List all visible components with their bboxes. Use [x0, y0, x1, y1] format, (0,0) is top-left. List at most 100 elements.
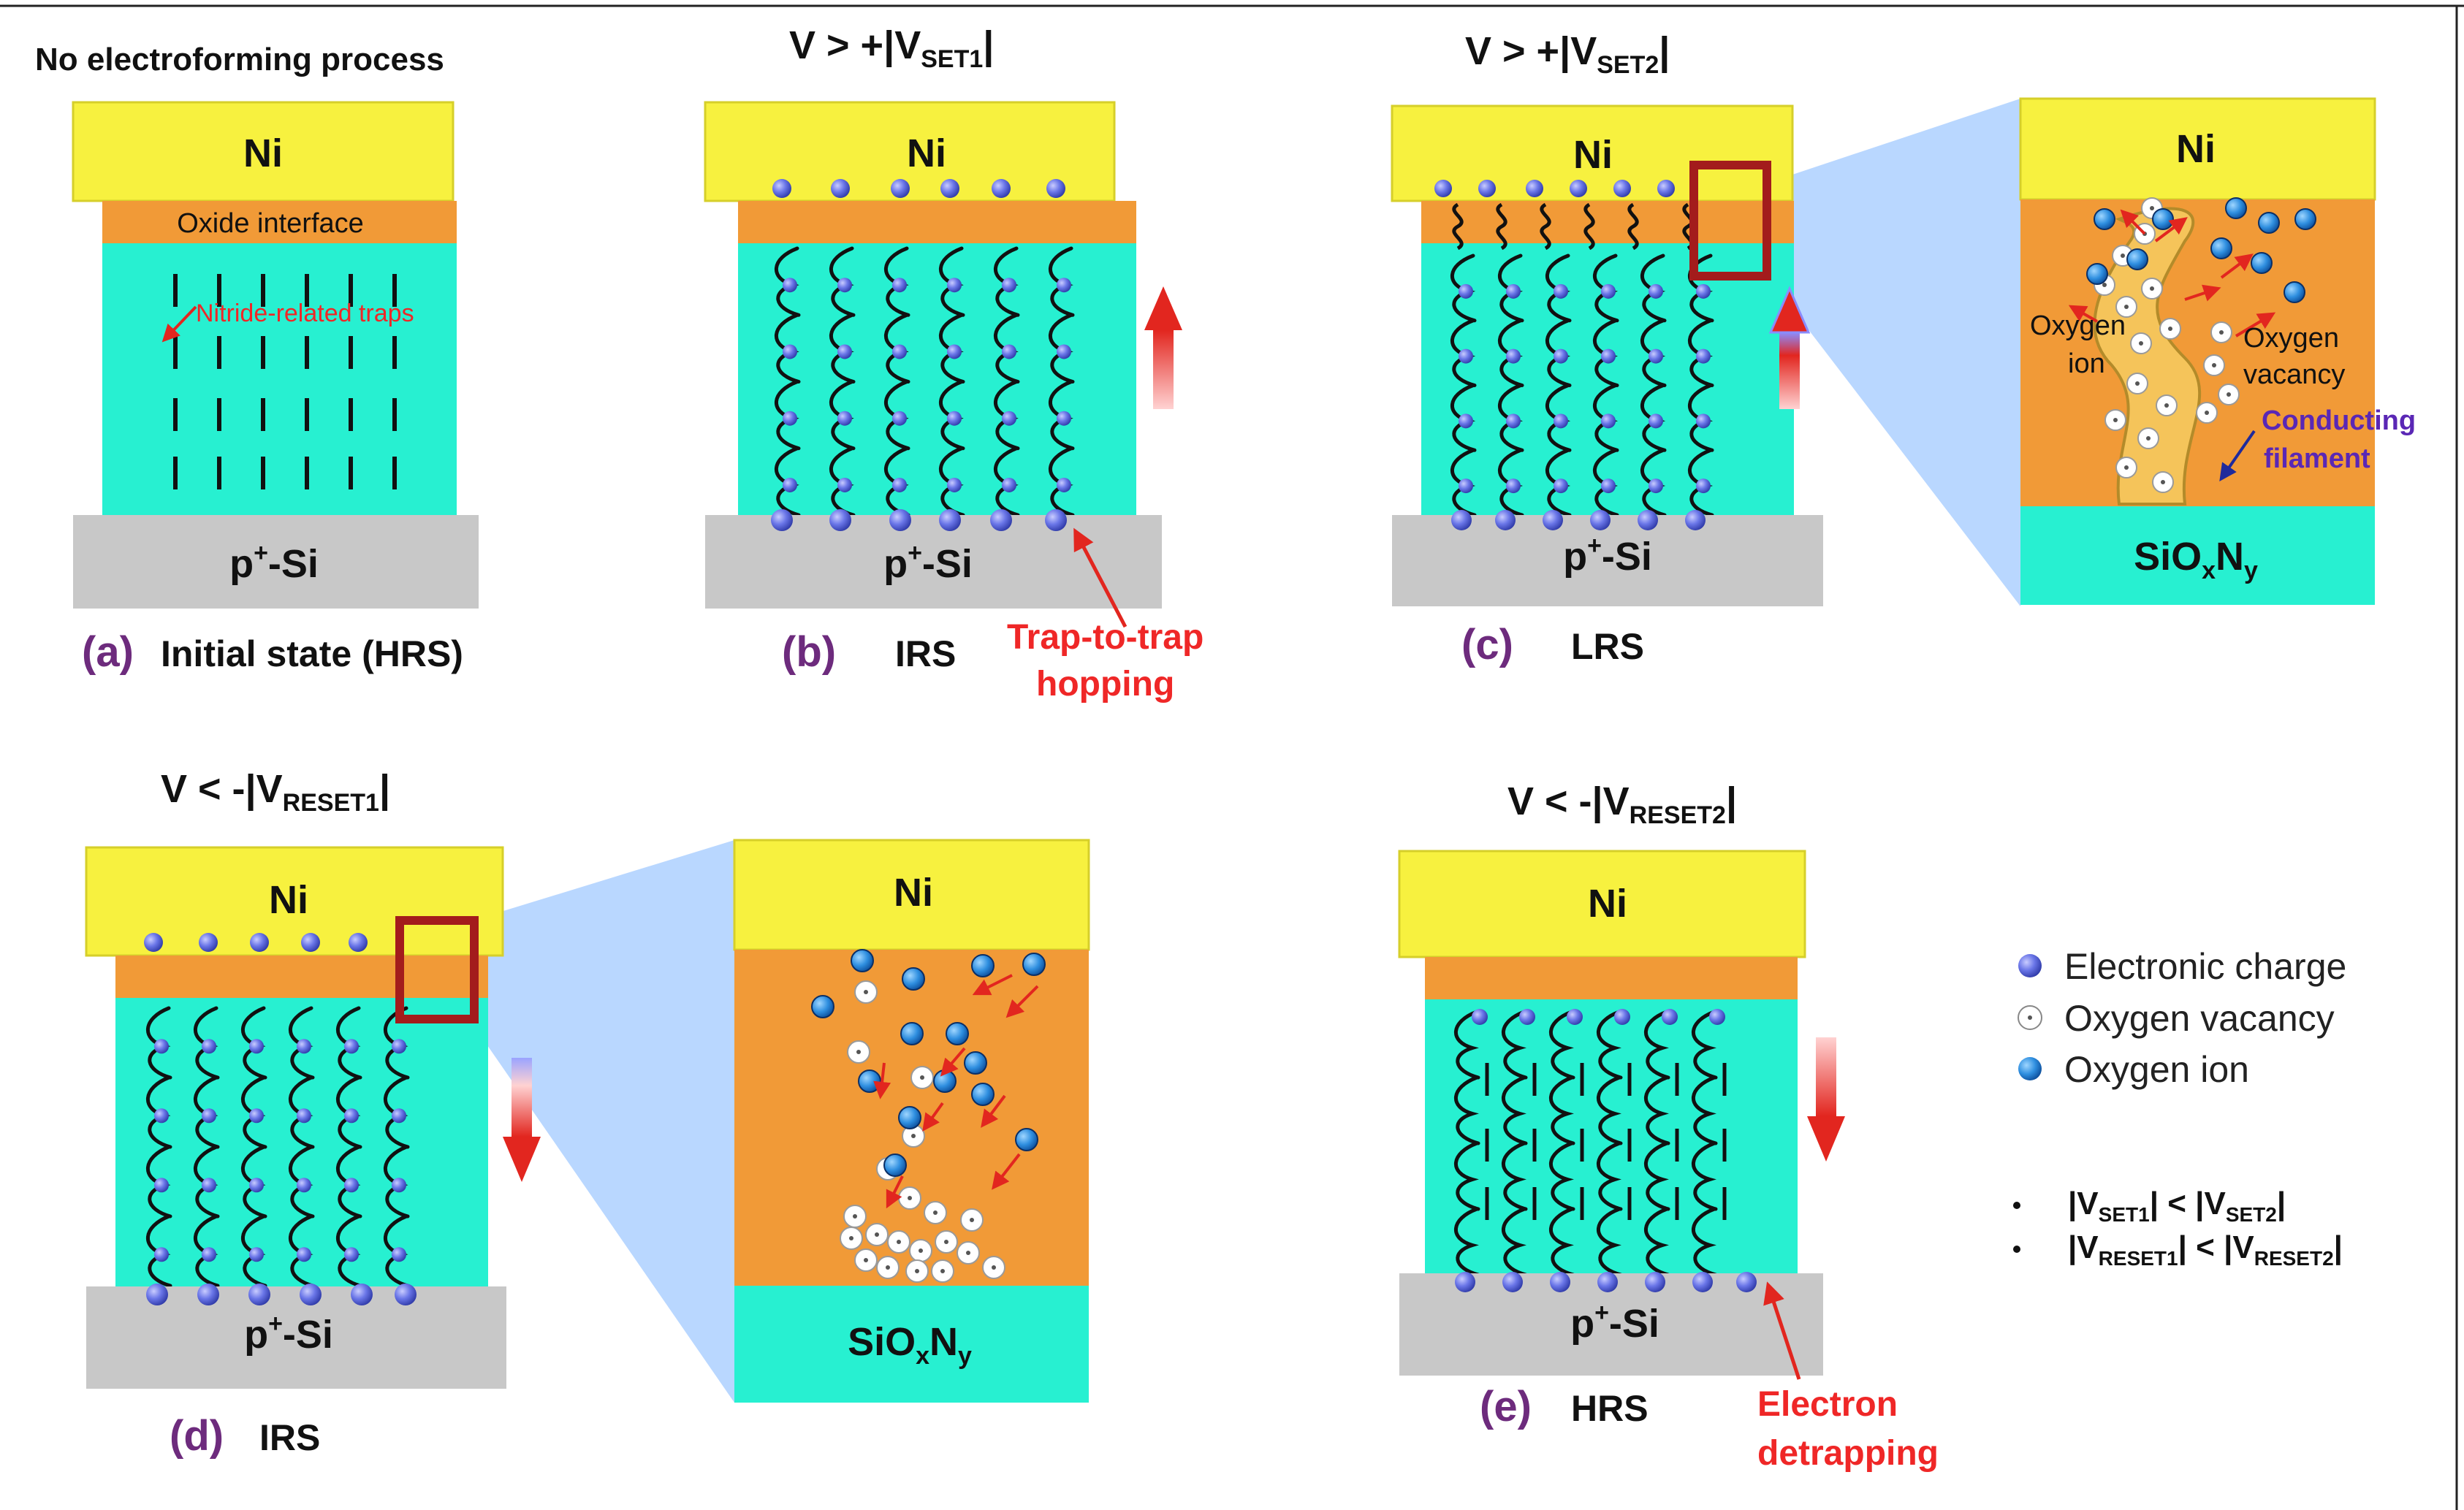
hopping-path [1502, 1075, 1528, 1145]
panel-d-electrons-bottom [146, 1284, 417, 1305]
electron-dot [1526, 180, 1543, 197]
electron-dot [837, 278, 852, 293]
hopping-path [1454, 1075, 1480, 1145]
electron-dot [1434, 180, 1452, 197]
zoom-c-ni-layer [2019, 97, 2376, 201]
oxygen-ion-dot [971, 1083, 995, 1106]
electron-dot [1519, 1009, 1535, 1025]
oxygen-vacancy-center [2146, 436, 2151, 441]
panel-b-note-line1: Trap-to-trap [1007, 618, 1204, 657]
zoom-c-filament-line1: Conducting [2262, 405, 2416, 436]
electron-dot [947, 344, 962, 359]
electron-dot [1696, 348, 1711, 364]
electron-dot [1657, 180, 1675, 197]
hopping-path [1549, 1075, 1575, 1145]
panel-b-silicon-label: p+-Si [883, 539, 973, 586]
electron-dot [1057, 278, 1071, 293]
ion-drift-arrow [981, 1094, 1006, 1128]
electron-dot [831, 179, 850, 198]
panel-a-oxide-label: Oxide interface [177, 208, 364, 239]
electron-dot [1638, 510, 1658, 530]
hopping-path [1597, 1141, 1623, 1211]
electron-dot [1601, 348, 1616, 364]
electron-dot [297, 1039, 311, 1054]
oxygen-vacancy-center [856, 1050, 861, 1054]
panel-b-note-pointer [1073, 527, 1128, 628]
zoom-c-oxygen-ion-line1: Oxygen [2030, 310, 2126, 341]
oxygen-vacancy-center [2121, 253, 2125, 258]
hopping-path [1644, 1010, 1670, 1080]
oxygen-vacancy-center [915, 1269, 919, 1273]
electron-dot [1506, 413, 1521, 429]
filament-squiggle [1452, 202, 1464, 251]
panel-e-down-arrow-shaft [1816, 1037, 1836, 1116]
panel-e: V < -|VRESET2| Ni p+-Si Electron detrapp… [1398, 779, 1939, 1473]
hopping-path [1597, 1010, 1623, 1080]
electron-dot [892, 411, 907, 426]
zoom-c-filament-line2: filament [2264, 443, 2370, 474]
panel-c-ni-layer [1391, 104, 1794, 202]
panel-e-oxide-layer [1425, 957, 1798, 999]
electron-dot [1550, 1272, 1570, 1292]
legend-ion-icon [2018, 1057, 2042, 1080]
electron-dot [1506, 478, 1521, 494]
panel-c-up-arrow-head [1768, 286, 1811, 334]
electron-dot [1649, 283, 1663, 299]
relation-1: |VSET1| < |VSET2| [2068, 1186, 2286, 1226]
electron-dot [1002, 278, 1016, 293]
panel-a-letter: (a) [82, 628, 134, 676]
panel-c-letter: (c) [1461, 621, 1513, 668]
oxygen-ion-dot [858, 1069, 881, 1093]
electron-dot [392, 1039, 406, 1054]
oxygen-vacancy-center [2150, 286, 2154, 291]
electron-dot [1554, 283, 1568, 299]
oxygen-vacancy-center [864, 990, 868, 994]
panel-b-electrons-top [772, 179, 1065, 198]
zoom-c-ni-label: Ni [2176, 127, 2216, 171]
zoom-c-oxide-layer [2020, 199, 2375, 506]
electron-dot [300, 1284, 322, 1305]
hopping-path [1597, 1075, 1623, 1145]
ion-drift-arrow [992, 1153, 1021, 1190]
oxygen-vacancy-center [944, 1240, 948, 1244]
electron-dot [940, 179, 959, 198]
oxygen-vacancy-center [2150, 206, 2154, 210]
electron-dot [1002, 477, 1016, 492]
panel-c-zoom-projection [1757, 99, 2020, 606]
electron-dot [146, 1284, 168, 1305]
electron-dot [1506, 348, 1521, 364]
ion-drift-arrow [2184, 284, 2221, 302]
electron-dot [197, 1284, 219, 1305]
electron-dot [144, 933, 163, 952]
hopping-path [1454, 1207, 1480, 1277]
ion-drift-arrow [2154, 217, 2188, 243]
hopping-path [1644, 1075, 1670, 1145]
electron-dot [1495, 510, 1516, 530]
panel-c-up-arrow-shaft [1779, 332, 1800, 409]
panel-b-electrons-bottom [771, 509, 1067, 531]
panel-c-oxide-layer [1421, 201, 1794, 243]
electron-dot [344, 1247, 359, 1262]
electron-dot [202, 1247, 216, 1262]
oxygen-vacancy-center [886, 1265, 890, 1270]
panel-e-nitride-layer [1425, 999, 1798, 1273]
oxygen-ion-dot [2284, 281, 2305, 303]
electron-dot [1736, 1272, 1757, 1292]
panel-c-zoom-box [1689, 161, 1771, 281]
electron-dot [1692, 1272, 1713, 1292]
electron-dot [249, 1108, 264, 1124]
panel-e-down-arrow-head [1807, 1116, 1845, 1162]
panel-a-traps-pointer [161, 305, 197, 343]
panel-e-electrons-bottom [1455, 1272, 1757, 1292]
electron-dot [992, 179, 1011, 198]
electron-dot [939, 509, 961, 531]
panel-a-silicon-label: p+-Si [229, 539, 319, 586]
electron-dot [1543, 510, 1563, 530]
electron-dot [783, 344, 797, 359]
electron-dot [395, 1284, 417, 1305]
panel-d-hopping-paths [145, 1006, 410, 1288]
oxygen-vacancy-center [853, 1214, 857, 1219]
panel-d-zoom-inset: Ni SiOxNy [733, 839, 1090, 1403]
legend-electron-icon [2018, 954, 2042, 977]
electron-dot [301, 933, 320, 952]
